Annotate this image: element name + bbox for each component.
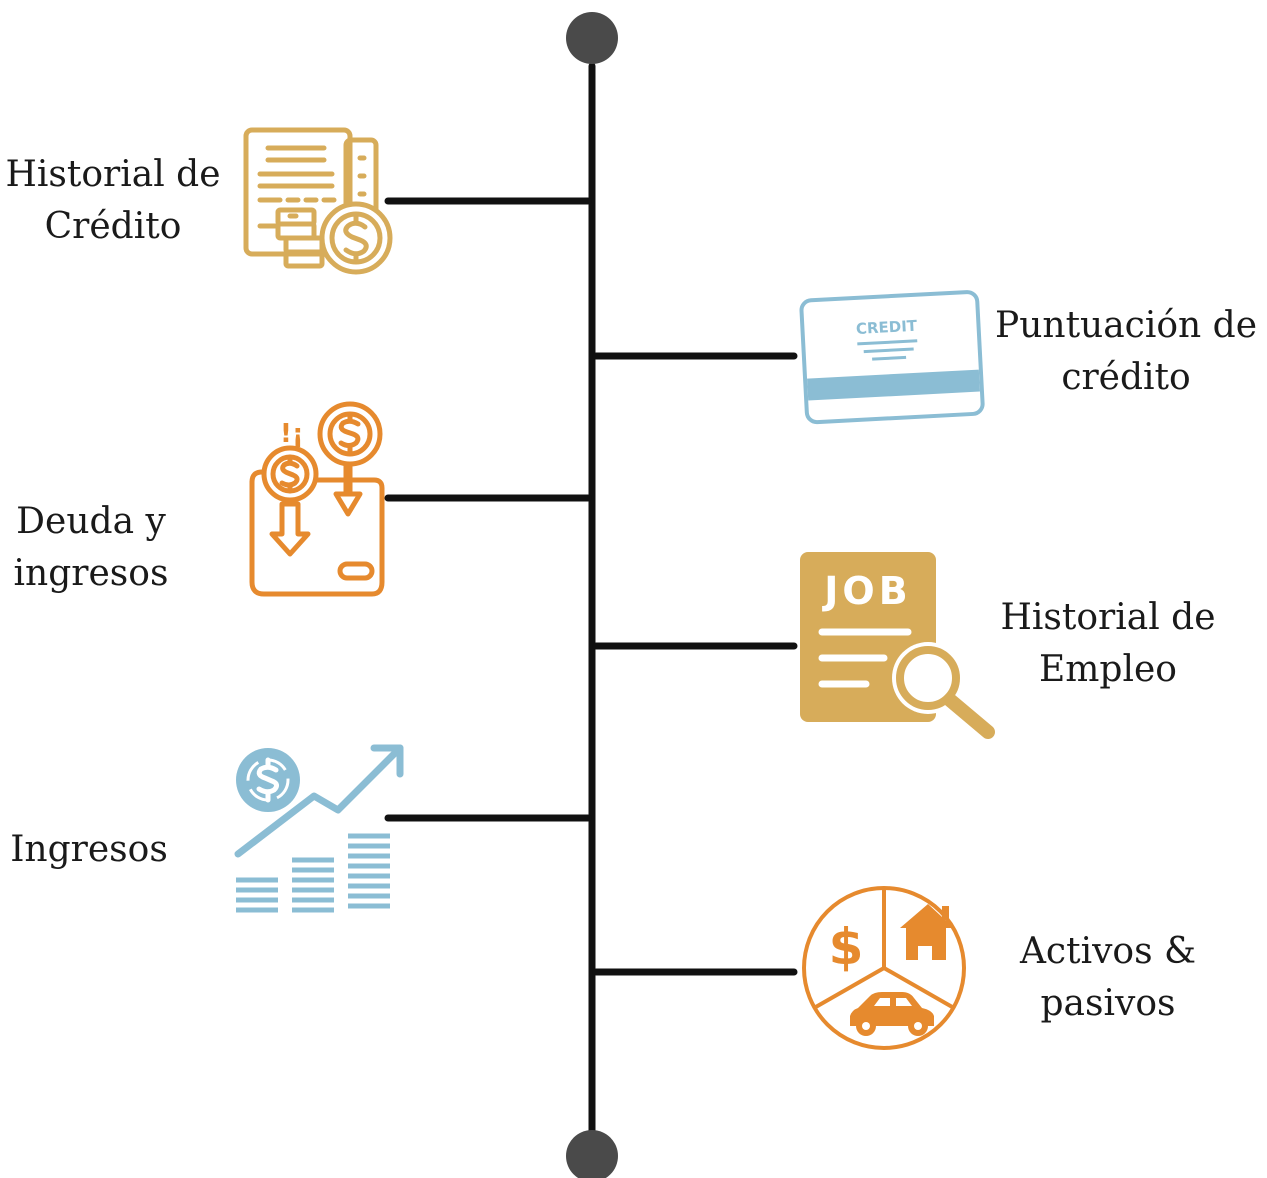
label-ingresos: Ingresos — [10, 829, 168, 870]
label-puntuacion-credito: Puntuación de crédito — [994, 305, 1258, 398]
income-growth-chart-icon — [234, 744, 404, 913]
label-deuda-ingresos: Deuda y ingresos — [13, 501, 169, 594]
job-search-icon: JOB — [800, 552, 995, 739]
credit-history-document-icon — [243, 127, 393, 275]
dollar-glyph: $ — [829, 918, 864, 976]
card-credit-text: CREDIT — [856, 317, 919, 338]
label-activos-pasivos: Activos & pasivos — [1019, 931, 1197, 1024]
wallet-debt-icon: !¡ — [249, 401, 385, 597]
alert-text: !¡ — [280, 419, 304, 449]
job-badge-text: JOB — [821, 569, 911, 613]
timeline-start-dot — [566, 12, 618, 64]
label-historial-credito: Historial de Crédito — [5, 154, 221, 247]
label-historial-empleo: Historial de Empleo — [1000, 597, 1216, 690]
credit-card-icon: CREDIT — [799, 290, 985, 425]
timeline-end-dot — [566, 1130, 618, 1178]
assets-liabilities-pie-icon: $ — [802, 886, 966, 1050]
